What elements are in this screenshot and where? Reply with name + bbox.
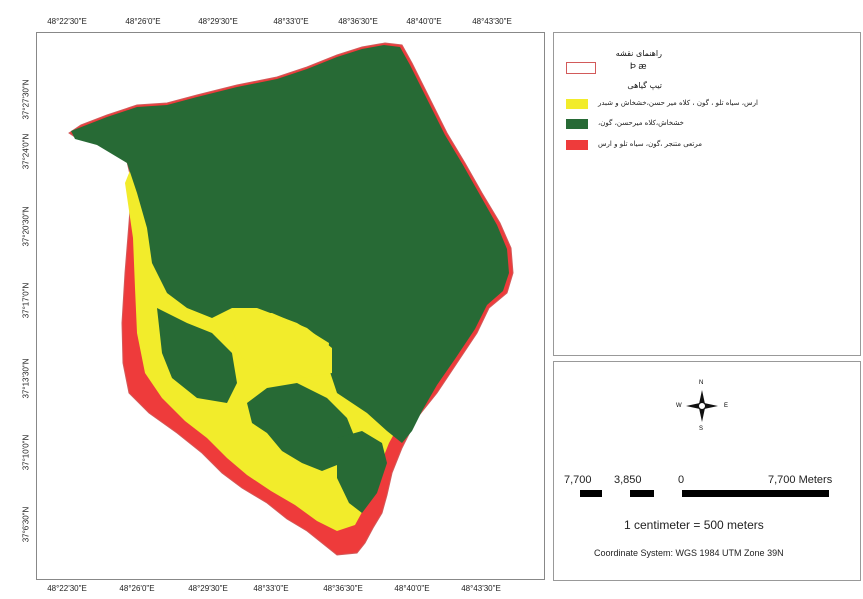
top-tick: 48°26'0"E [125,17,161,26]
left-tick: 37°10'0"N [21,434,31,471]
yellow-pocket [227,313,332,378]
legend-swatch-green [566,119,588,129]
top-tick: 48°40'0"E [406,17,442,26]
green-lobe-center [247,383,357,471]
map-frame [36,32,545,580]
west-label: W [676,403,682,409]
top-tick: 48°33'0"E [273,17,309,26]
top-tick: 48°36'30"E [338,17,378,26]
left-tick: 37°24'0"N [21,133,31,170]
vegetation-map [68,42,514,556]
north-arrow-icon [686,390,718,422]
bottom-tick: 48°29'30"E [188,584,228,593]
bottom-tick: 48°36'30"E [323,584,363,593]
east-label: E [724,403,729,409]
scale-label: 7,700 Meters [768,474,833,486]
left-tick: 37°6'30"N [21,506,31,543]
legend-title: راهنمای نقشه [615,49,662,58]
boundary-swatch [566,62,596,74]
bottom-tick: 48°43'30"E [461,584,501,593]
legend-label-yellow: ارس، سیاه تلو ، گون ، کلاه میر حسن،خشخاش… [598,99,758,107]
bottom-tick: 48°26'0"E [119,584,155,593]
legend-panel: راهنمای نقشه Þ æ تیپ گیاهی ارس، سیاه تلو… [553,32,861,356]
legend-section-title: تیپ گیاهی [627,81,662,90]
scale-label: 7,700 [564,474,592,486]
top-tick: 48°29'30"E [198,17,238,26]
bottom-tick: 48°40'0"E [394,584,430,593]
top-tick: 48°22'30"E [47,17,87,26]
top-tick: 48°43'30"E [472,17,512,26]
scale-label: 0 [678,474,685,486]
left-tick: 37°13'30"N [21,358,31,399]
south-label: S [699,426,704,432]
scale-panel: N S W E 7,700 3,850 0 7,700 Meters 1 cen… [553,361,861,581]
legend-swatch-red [566,140,588,150]
green-lobe-south [337,431,387,513]
scale-label: 3,850 [614,474,642,486]
boundary-symbols: Þ æ [630,61,647,71]
legend-swatch-yellow [566,99,588,109]
green-zone [71,45,509,443]
north-label: N [699,380,704,386]
bottom-tick: 48°22'30"E [47,584,87,593]
legend-label-red: مرتعی متنجر ،گون، سیاه تلو و ارس [598,140,702,148]
left-tick: 37°17'0"N [21,282,31,319]
bottom-tick: 48°33'0"E [253,584,289,593]
coordinate-system: Coordinate System: WGS 1984 UTM Zone 39N [594,548,784,558]
scale-bar [580,490,829,497]
left-tick: 37°27'30"N [21,79,31,120]
green-lobe-west [157,308,237,403]
legend-label-green: خشخاش،کلاه میرحسن، گون، [598,119,684,127]
scale-ratio: 1 centimeter = 500 meters [624,518,764,532]
left-tick: 37°20'30"N [21,206,31,247]
